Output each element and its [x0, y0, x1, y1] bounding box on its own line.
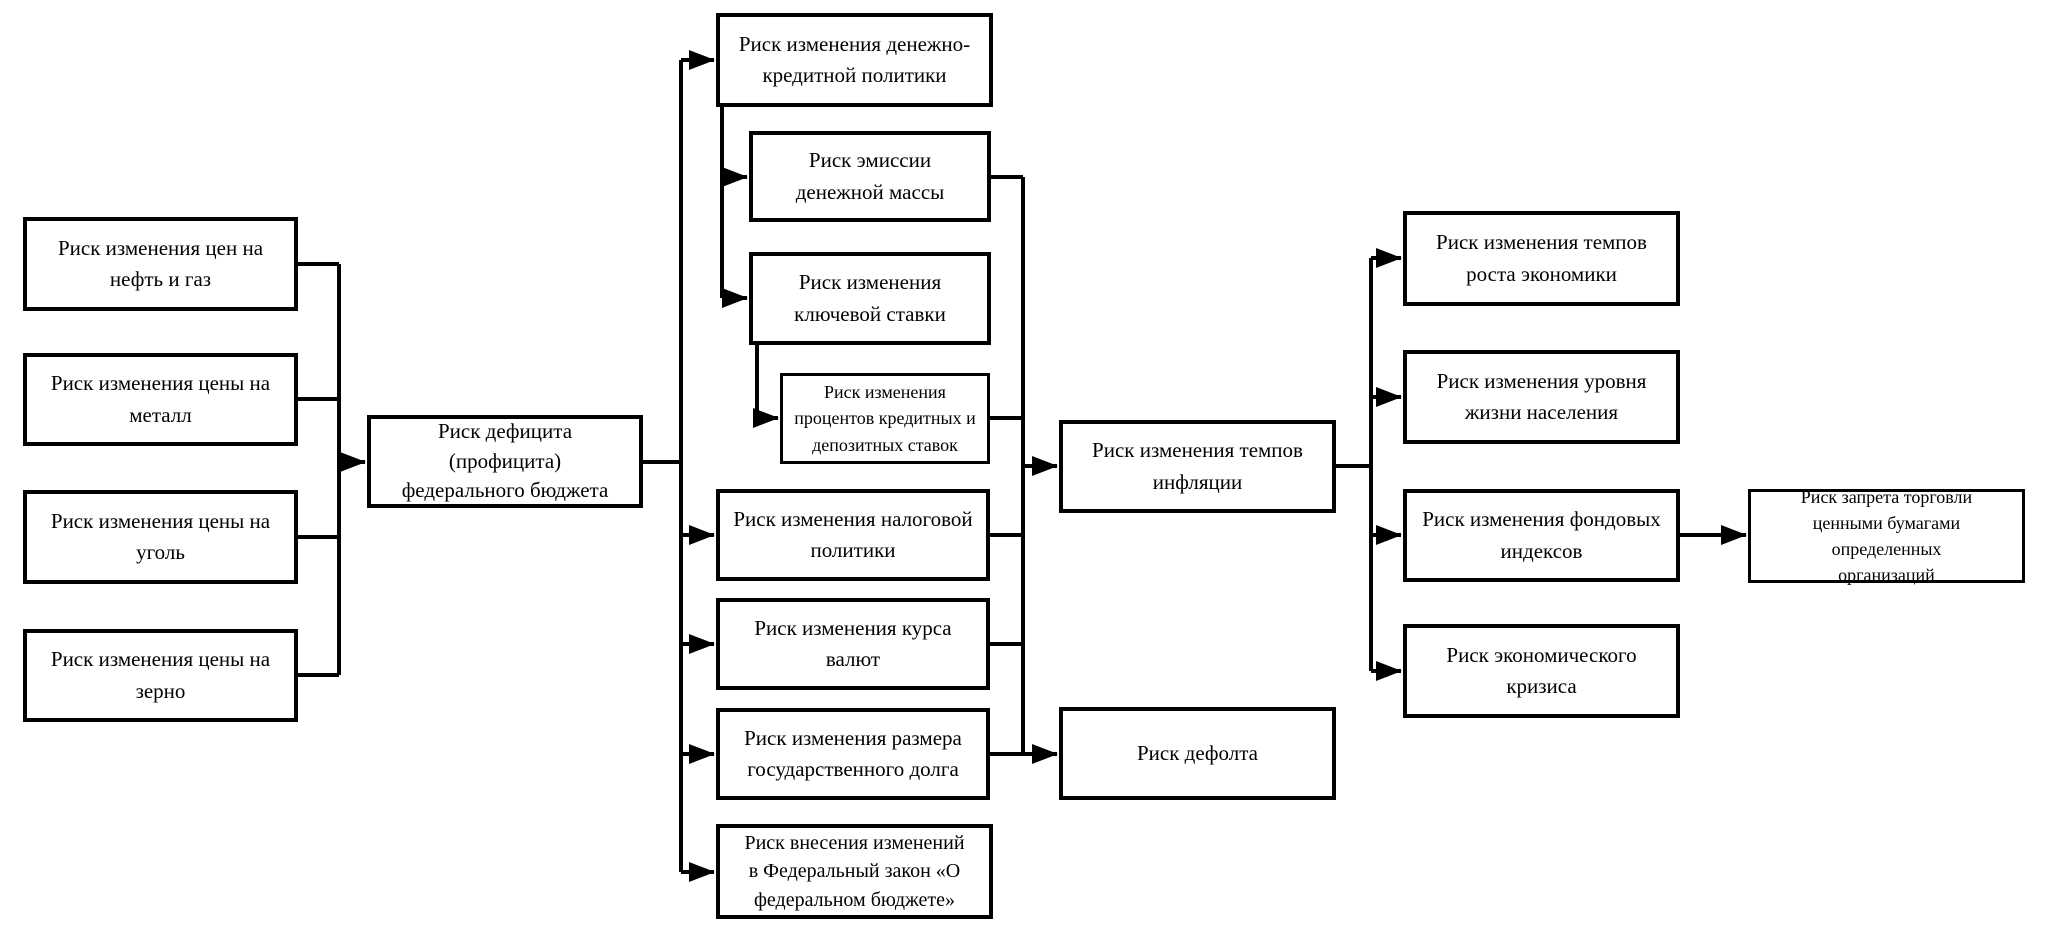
node-interest-rates: Риск изменения процентов кредитных и деп…: [780, 373, 990, 464]
node-tax-policy: Риск изменения налоговой политики: [716, 489, 990, 581]
node-securities-ban: Риск запрета торговли ценными бумагами о…: [1748, 487, 2025, 585]
node-grain: Риск изменения цены на зерно: [23, 629, 298, 722]
edge-deficit-trunk: [643, 60, 683, 872]
node-state-debt: Риск изменения размера государственного …: [716, 708, 990, 800]
node-money-emission: Риск эмиссии денежной массы: [749, 131, 991, 222]
edge-left-collector: [298, 262, 341, 677]
node-inflation: Риск изменения темпов инфляции: [1059, 420, 1336, 513]
edge-mid-collector: [990, 175, 1025, 754]
edge-inflation-trunk: [1336, 258, 1373, 671]
node-stock-indices: Риск изменения фондовых индексов: [1403, 489, 1680, 582]
node-key-rate: Риск изменения ключевой ставки: [749, 252, 991, 345]
node-monetary-policy: Риск изменения денежно-кредитной политик…: [716, 13, 993, 107]
node-coal: Риск изменения цены на уголь: [23, 490, 298, 584]
node-metal: Риск изменения цены на металл: [23, 353, 298, 446]
node-budget-law: Риск внесения изменений в Федеральный за…: [716, 824, 993, 919]
node-budget-deficit: Риск дефицита (профицита) федерального б…: [367, 415, 643, 508]
node-default: Риск дефолта: [1059, 707, 1336, 800]
node-exchange-rate: Риск изменения курса валют: [716, 598, 990, 690]
node-oil-gas: Риск изменения цен на нефть и газ: [23, 217, 298, 311]
node-economic-crisis: Риск экономического кризиса: [1403, 624, 1680, 718]
node-economic-growth: Риск изменения темпов роста экономики: [1403, 211, 1680, 306]
node-living-standards: Риск изменения уровня жизни населения: [1403, 350, 1680, 444]
